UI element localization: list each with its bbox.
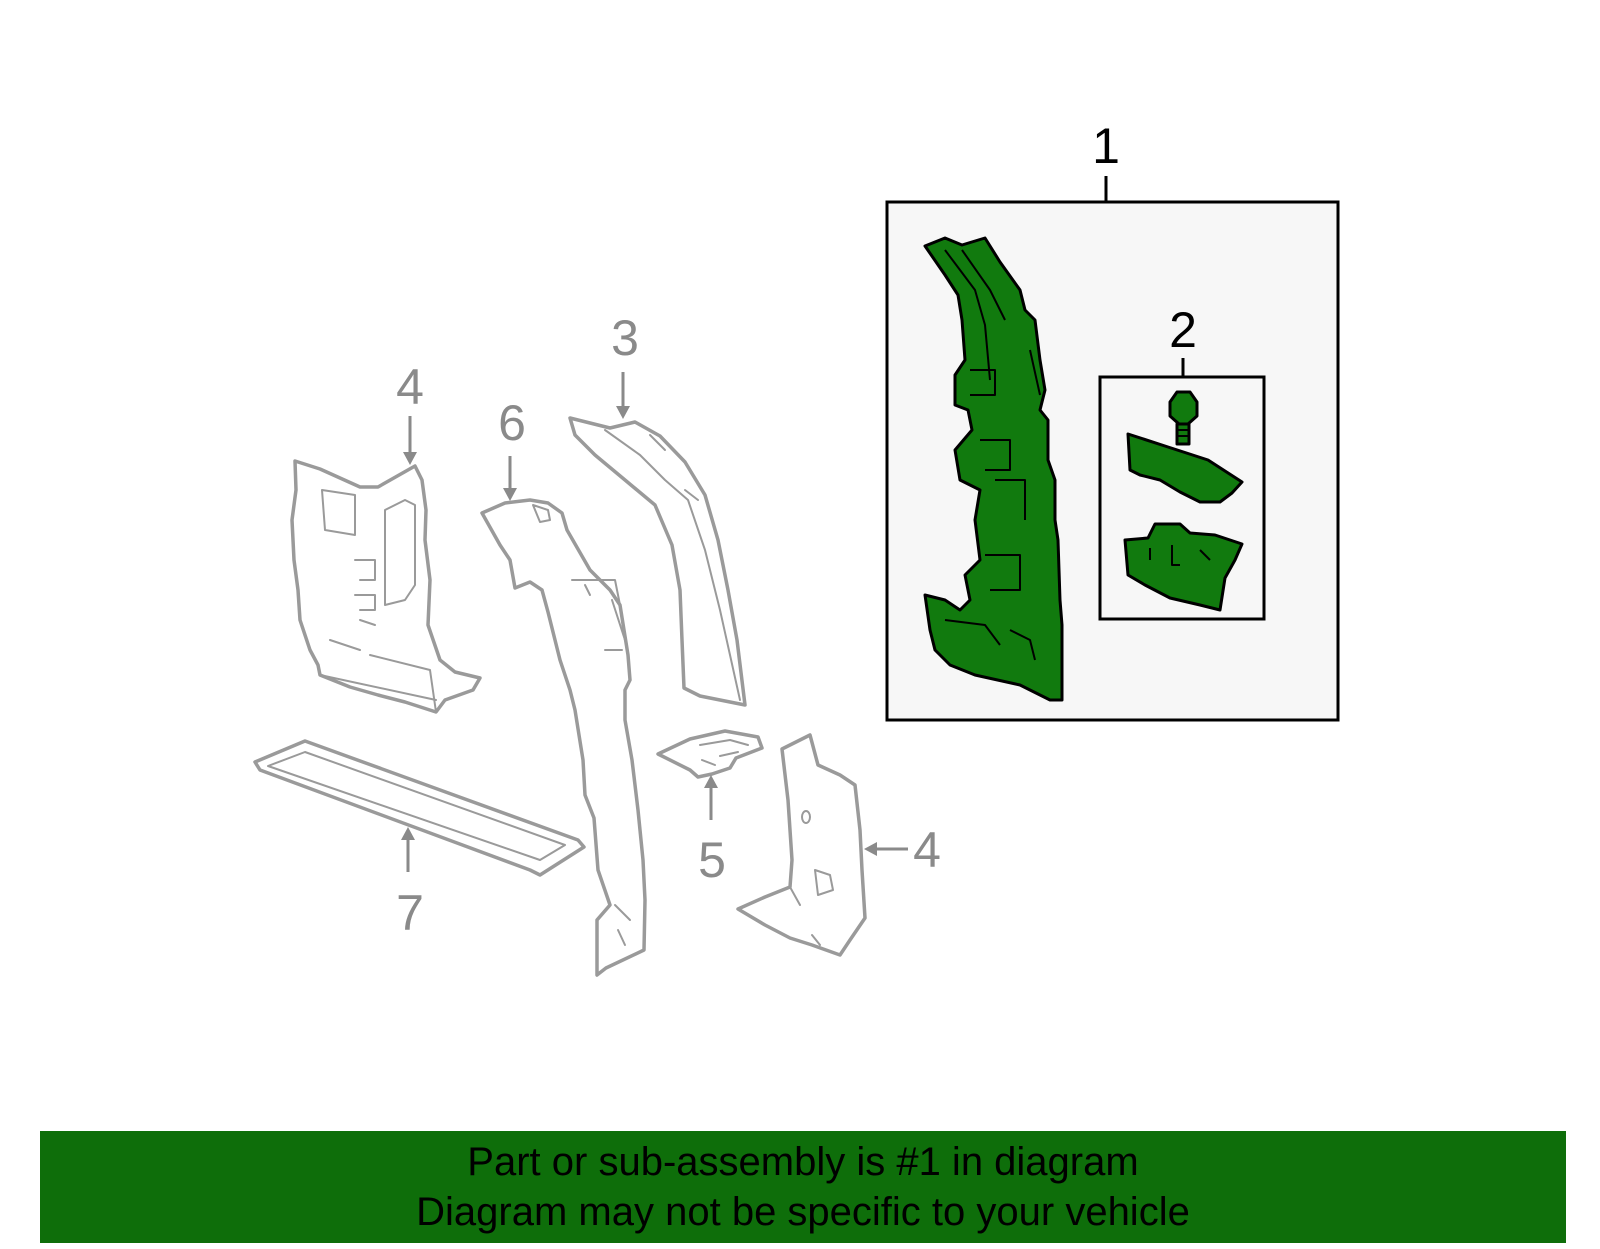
part-5-bracket[interactable] <box>656 729 764 779</box>
info-banner: Part or sub-assembly is #1 in diagram Di… <box>40 1131 1566 1243</box>
part-6-pillar[interactable] <box>480 498 647 977</box>
callout-5[interactable]: 5 <box>698 832 726 888</box>
part-7-sill-plate[interactable] <box>253 739 586 877</box>
part-6-arrowhead <box>503 488 517 501</box>
banner-line-2: Diagram may not be specific to your vehi… <box>416 1190 1190 1234</box>
part-2-bolt[interactable] <box>1168 390 1199 446</box>
banner-line-1: Part or sub-assembly is #1 in diagram <box>467 1140 1139 1184</box>
callout-6[interactable]: 6 <box>498 395 526 451</box>
part-2-lower-bracket[interactable] <box>1123 522 1244 612</box>
part-3-pillar-cover[interactable] <box>568 416 747 707</box>
part-5-arrowhead <box>704 775 718 788</box>
part-4-right-arrowhead <box>864 842 877 856</box>
callout-4-right[interactable]: 4 <box>913 822 941 878</box>
part-4-left-arrowhead <box>403 452 417 465</box>
callout-2[interactable]: 2 <box>1169 302 1197 358</box>
part-2-upper-bracket[interactable] <box>1126 432 1244 504</box>
part-1-pillar[interactable] <box>923 236 1064 702</box>
part-4-left-panel[interactable] <box>290 459 482 714</box>
part-4-right-panel[interactable] <box>736 733 867 957</box>
callout-3[interactable]: 3 <box>611 310 639 366</box>
callout-7[interactable]: 7 <box>396 885 424 941</box>
callout-1[interactable]: 1 <box>1092 118 1120 174</box>
part-7-arrowhead <box>401 827 415 840</box>
callout-4-left[interactable]: 4 <box>396 359 424 415</box>
part-3-arrowhead <box>616 406 630 419</box>
